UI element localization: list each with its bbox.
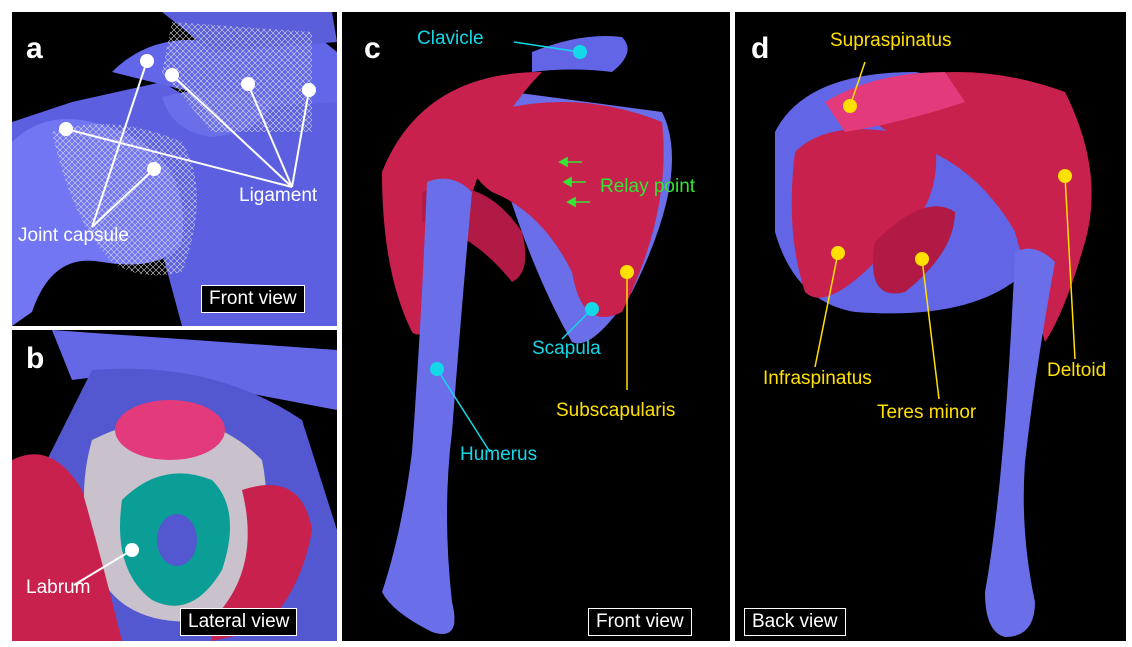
panel-d-letter: d <box>751 32 769 66</box>
panel-b-view-label: Lateral view <box>180 608 297 636</box>
teres-minor-label: Teres minor <box>877 402 976 424</box>
supraspinatus-tendon <box>115 400 225 460</box>
panel-a: a Ligament Joint capsule Front view <box>12 12 337 326</box>
panel-b: b Labrum Lateral view <box>12 330 337 641</box>
relay-point-label: Relay point <box>600 176 695 198</box>
panel-a-letter: a <box>26 32 43 66</box>
deltoid-label: Deltoid <box>1047 360 1106 382</box>
scapula-label: Scapula <box>532 338 601 360</box>
labrum-marker <box>125 543 139 557</box>
glenoid-fossa <box>157 514 197 566</box>
panel-c-view-label: Front view <box>588 608 692 636</box>
panel-d-view-label: Back view <box>744 608 846 636</box>
panel-d: d Supraspinatus Infraspinatus Teres mino… <box>735 12 1126 641</box>
panel-b-letter: b <box>26 342 44 376</box>
panel-c-letter: c <box>364 32 381 66</box>
subscapularis-label: Subscapularis <box>556 400 675 422</box>
ligament-label: Ligament <box>239 185 317 207</box>
panel-c-illustration <box>342 12 730 641</box>
humerus-label: Humerus <box>460 444 537 466</box>
labrum-label: Labrum <box>26 577 90 599</box>
infraspinatus-label: Infraspinatus <box>763 368 872 390</box>
panel-c: c Clavicle Relay point Scapula Humerus S… <box>342 12 730 641</box>
panel-d-illustration <box>735 12 1126 641</box>
joint-capsule-label: Joint capsule <box>18 225 129 247</box>
supraspinatus-label: Supraspinatus <box>830 30 951 52</box>
panel-a-illustration <box>12 12 337 326</box>
humerus-bone-back <box>985 249 1055 637</box>
panel-a-view-label: Front view <box>201 285 305 313</box>
clavicle-label: Clavicle <box>417 28 484 50</box>
